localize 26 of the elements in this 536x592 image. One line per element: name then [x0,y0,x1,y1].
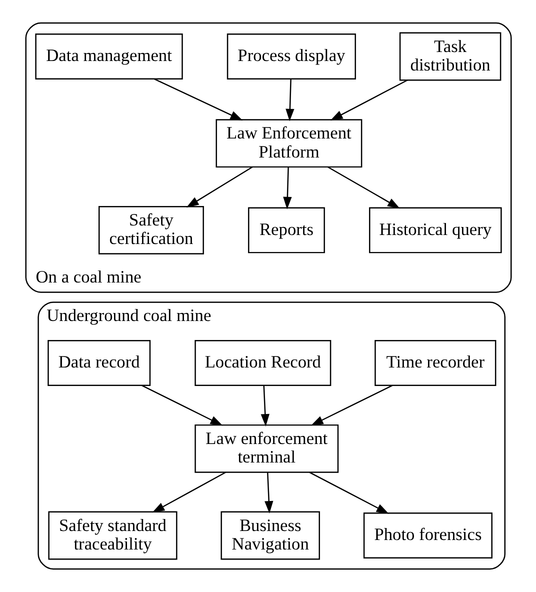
arrow [186,166,252,208]
node-box: Task distribution [398,32,501,81]
node-box: Business Navigation [220,511,320,560]
node-box: Law enforcement terminal [194,424,338,473]
arrow [308,472,388,514]
node-box: Reports [248,207,324,254]
node-box: Safety certification [98,206,204,254]
node-box: Time recorder [374,340,496,386]
node-box: Data management [34,34,182,80]
node-box: Safety standard traceability [48,511,177,560]
arrow [152,472,226,513]
node-box: Location Record [194,340,331,386]
arrow [260,386,269,426]
arrow [141,384,222,426]
arrow [327,166,400,209]
node-box: Process display [226,34,356,80]
node-box: Photo forensics [362,512,492,558]
arrow [154,78,242,120]
arrow [285,79,294,122]
node-box: Historical query [368,207,502,254]
arrow [282,167,292,210]
node-box: Data record [47,340,150,386]
node-box: Law Enforcement Platform [215,119,362,168]
arrow [310,384,392,426]
arrow [264,472,273,514]
arrow [330,80,408,120]
